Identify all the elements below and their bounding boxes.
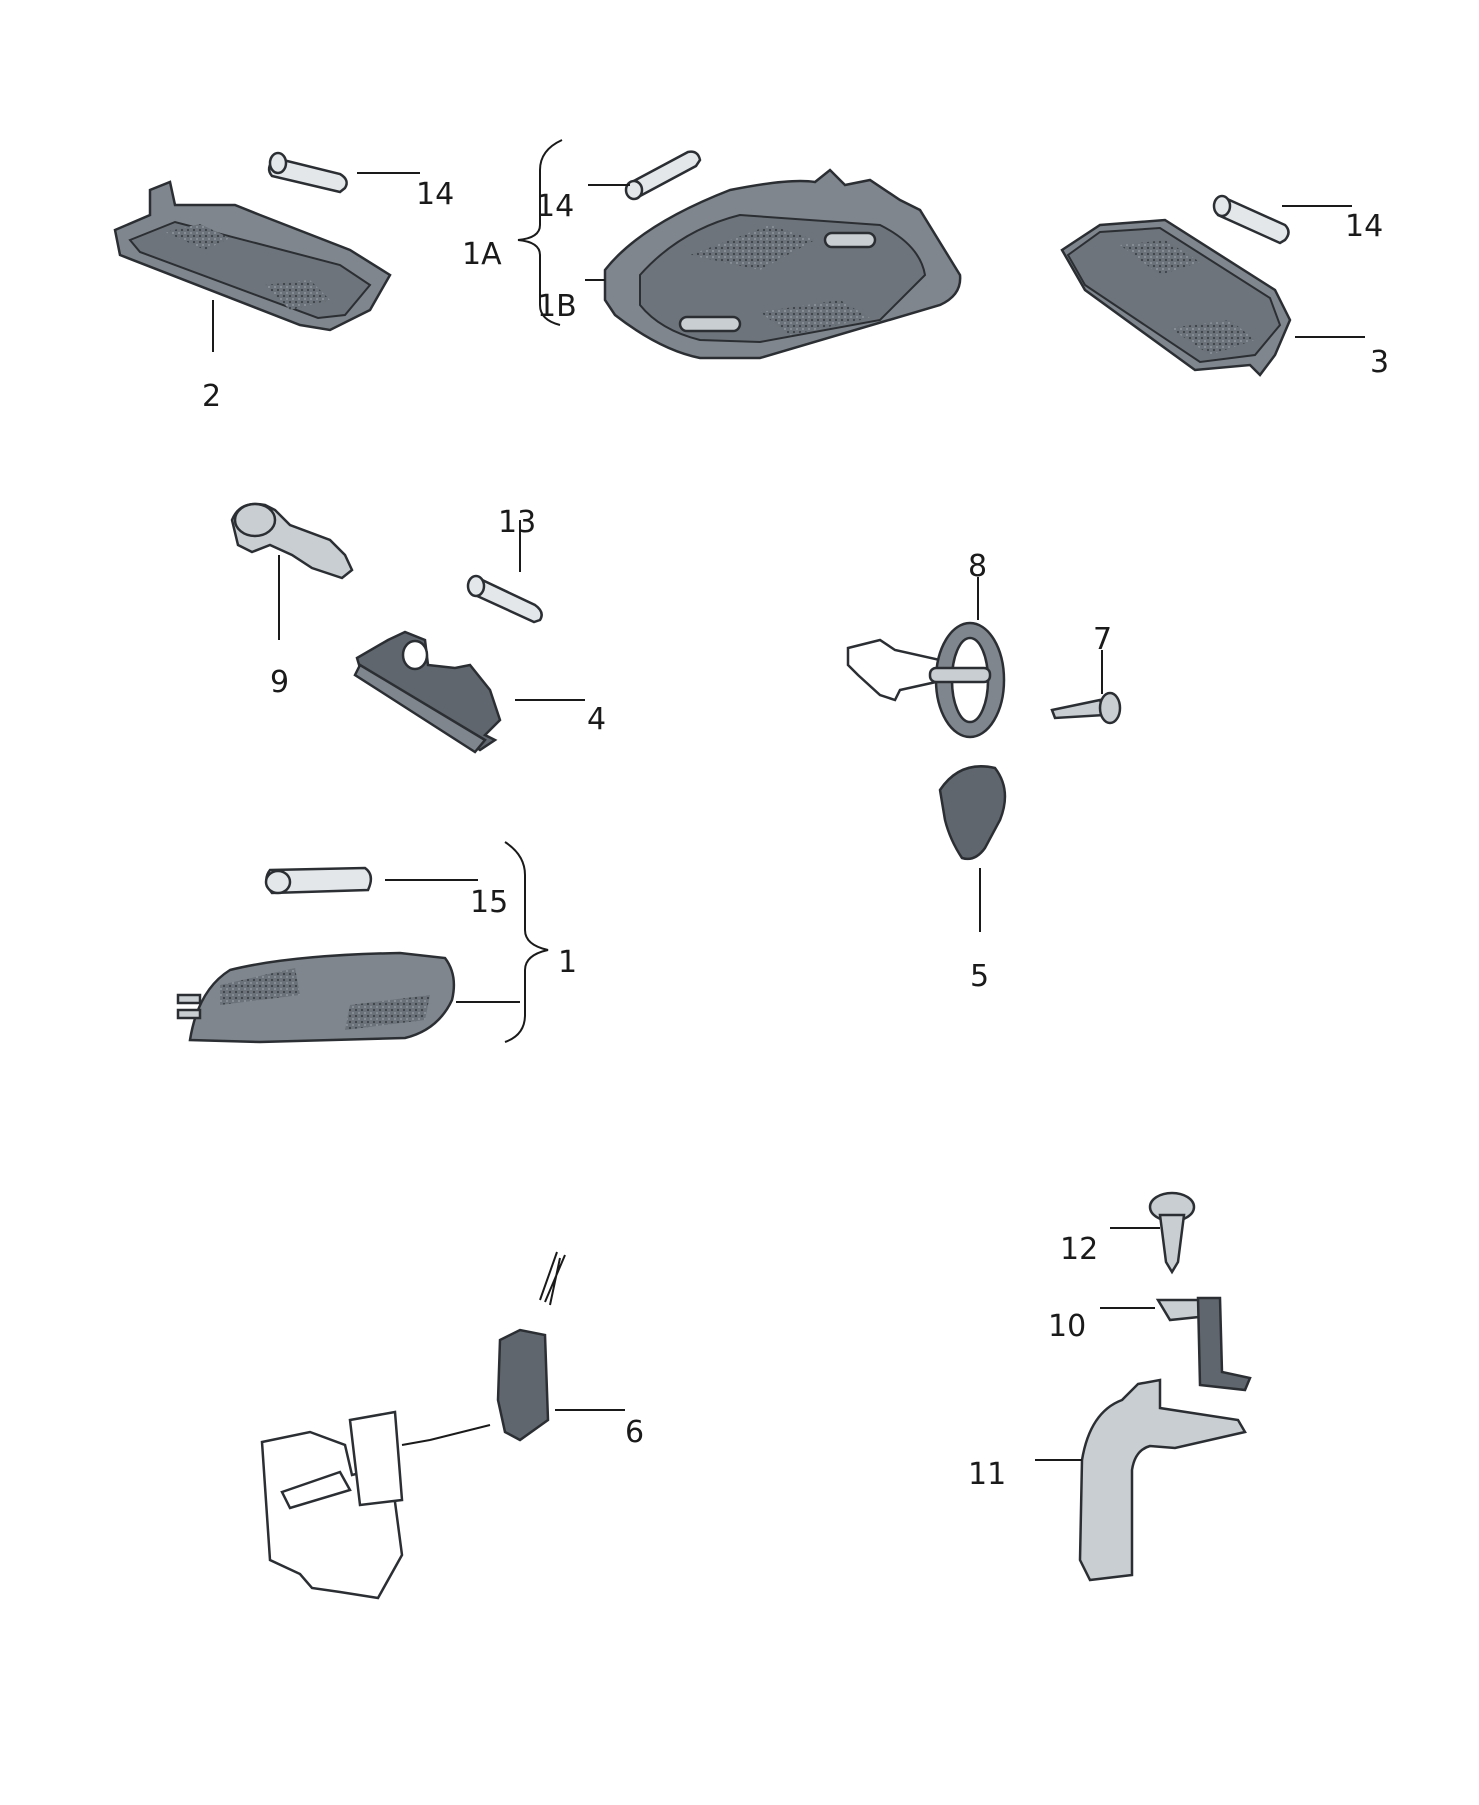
part-11-bracket <box>1078 1378 1247 1582</box>
callout-1: 1 <box>558 945 578 980</box>
callout-1A: 1A <box>462 237 502 272</box>
callout-14-right: 14 <box>1345 209 1384 244</box>
part-2-interior-light <box>113 180 392 332</box>
brace-1-lower <box>504 841 549 1043</box>
callout-11: 11 <box>968 1457 1007 1492</box>
callout-10: 10 <box>1048 1309 1087 1344</box>
callout-2: 2 <box>202 379 222 414</box>
door-lock-mechanism <box>260 1410 491 1600</box>
callout-9: 9 <box>270 665 290 700</box>
part-8-lock-switch <box>846 621 1006 739</box>
callout-15: 15 <box>470 885 509 920</box>
callout-5: 5 <box>970 959 990 994</box>
part-9-switch <box>230 502 354 580</box>
callout-7: 7 <box>1093 622 1113 657</box>
callout-1B: 1B <box>537 289 577 324</box>
part-10-striker-pin <box>1155 1296 1252 1392</box>
part-1-overhead-console <box>603 168 962 360</box>
part-14-bulb-center <box>624 150 702 201</box>
callout-13: 13 <box>498 505 537 540</box>
part-7-screw <box>1050 691 1122 725</box>
part-3-interior-light <box>1060 218 1292 377</box>
part-15-bulb <box>264 866 373 895</box>
callout-8: 8 <box>968 549 988 584</box>
callout-12: 12 <box>1060 1232 1099 1267</box>
callout-14-center: 14 <box>536 189 575 224</box>
callout-14-left: 14 <box>416 177 455 212</box>
part-4-lamp-housing <box>353 630 502 754</box>
brace-1 <box>517 139 563 326</box>
part-1-door-light <box>176 951 456 1044</box>
callout-3: 3 <box>1370 345 1390 380</box>
part-6-micro-switch <box>496 1251 566 1442</box>
callout-4: 4 <box>587 702 607 737</box>
part-5-cap <box>938 765 1007 861</box>
part-14-bulb-right <box>1212 194 1290 245</box>
part-12-screw <box>1148 1191 1196 1275</box>
part-14-bulb-left <box>267 151 348 194</box>
callout-6: 6 <box>625 1415 645 1450</box>
part-13-bulb <box>466 574 543 624</box>
